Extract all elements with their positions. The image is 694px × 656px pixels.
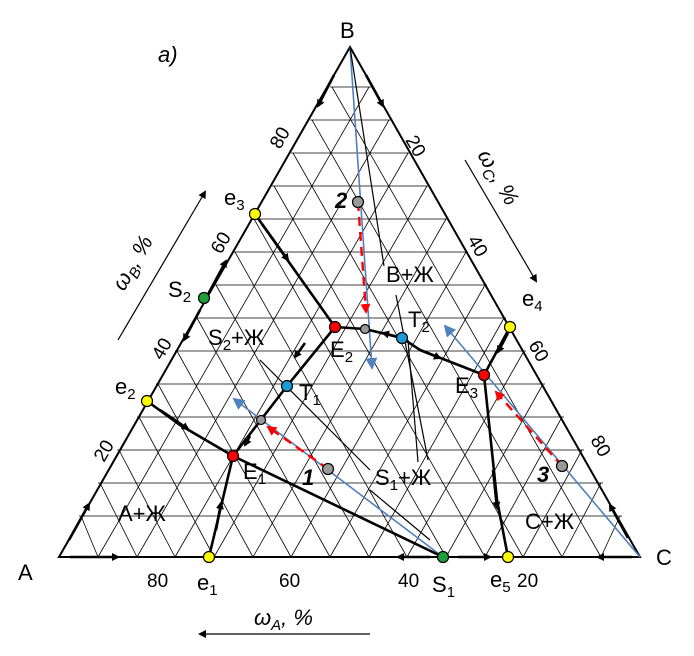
point-S2 [197, 291, 211, 305]
point-fig-3 [555, 459, 569, 473]
label-T2: T2 [408, 307, 430, 336]
point-e3 [248, 207, 262, 221]
tick-bottom-60: 60 [279, 571, 300, 592]
label-E1: E1 [243, 459, 266, 488]
axis-wB: ωB, % [107, 231, 162, 297]
triangle-frame [57, 44, 642, 558]
point-S1 [436, 550, 450, 564]
direction-arrows [67, 74, 632, 561]
point-e2 [140, 394, 154, 408]
point-e1 [202, 550, 216, 564]
label-S1: S1 [432, 572, 455, 601]
label-fig-1: 1 [302, 465, 314, 490]
point-e5 [501, 550, 515, 564]
axis-wA: ωA, % [254, 605, 313, 634]
point-path-E1 [255, 414, 267, 426]
vertex-C: C [656, 545, 672, 570]
label-e3: e3 [224, 185, 245, 214]
label-T1: T1 [299, 380, 321, 409]
point-fig-2 [351, 195, 365, 209]
axis-arrows [117, 159, 538, 638]
label-fig-3: 3 [537, 462, 549, 487]
tick-right-20: 20 [401, 132, 430, 161]
point-E3 [477, 368, 491, 382]
region-B-liquid: B+Ж [386, 262, 435, 287]
tie-lines [232, 46, 641, 558]
label-fig-2: 2 [334, 188, 348, 213]
point-fig-1 [321, 462, 335, 476]
tick-bottom-80: 80 [147, 571, 168, 592]
tick-left-80: 80 [266, 124, 295, 153]
vertex-B: B [340, 18, 355, 43]
vertex-A: A [18, 560, 33, 585]
point-T2 [395, 331, 409, 345]
axis-wC: ωC, % [469, 145, 524, 211]
region-S2-liquid: S2+Ж [208, 325, 265, 354]
region-S1-liquid: S1+Ж [375, 465, 432, 494]
points [140, 195, 569, 564]
tick-right-40: 40 [463, 232, 492, 261]
label-S2: S2 [168, 277, 191, 306]
label-e4: e4 [522, 286, 543, 315]
label-E2: E2 [330, 337, 353, 366]
panel-label: a) [158, 42, 178, 67]
label-e5: e5 [490, 567, 511, 596]
point-T1 [280, 379, 294, 393]
tick-bottom-40: 40 [398, 571, 419, 592]
label-e2: e2 [115, 374, 136, 403]
tick-right-80: 80 [586, 432, 615, 461]
point-E2 [328, 320, 342, 334]
region-C-liquid: C+Ж [525, 509, 575, 534]
label-e1: e1 [197, 570, 218, 599]
point-path-E2 [359, 323, 371, 335]
region-A-liquid: A+Ж [118, 501, 167, 526]
label-E3: E3 [455, 373, 478, 402]
tick-bottom-20: 20 [517, 571, 538, 592]
conode-lines [259, 46, 431, 541]
point-E1 [226, 449, 240, 463]
point-e4 [503, 320, 517, 334]
crystallization-paths [266, 201, 563, 470]
grid-lines [79, 86, 622, 558]
